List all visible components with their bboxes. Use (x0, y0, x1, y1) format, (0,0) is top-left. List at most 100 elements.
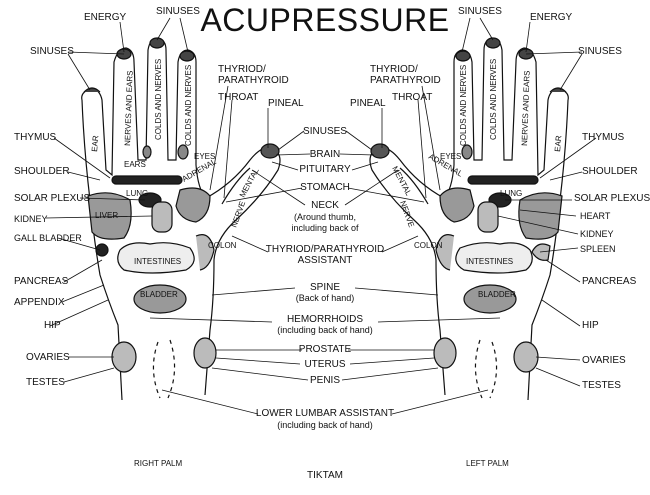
label-thyroid-left: THYRIOD/ PARATHYROID (370, 64, 441, 86)
right-label-colds-nerves-2: COLDS AND NERVES (184, 65, 193, 146)
caption-right-palm: RIGHT PALM (134, 459, 183, 468)
label-testes-right: TESTES (26, 377, 65, 388)
left-label-intestines: INTESTINES (466, 257, 513, 266)
right-fingertip-4 (179, 50, 195, 62)
right-label-ear: EAR (90, 135, 100, 152)
left-lumbar-dash-2 (474, 339, 483, 399)
right-gall-bladder-point (95, 243, 109, 257)
left-prostate-zone (433, 337, 457, 369)
label-sinuses-right: SINUSES (30, 46, 74, 57)
label-throat-left: THROAT (392, 92, 433, 103)
right-lumbar-dash-2 (167, 339, 176, 399)
label-sinuses-top-right: SINUSES (156, 6, 200, 17)
label-sinuses-top-left: SINUSES (458, 6, 502, 17)
label-hemorrhoids: HEMORRHOIDS (286, 314, 364, 325)
right-colon-zone (195, 234, 215, 271)
left-heart-zone (518, 192, 563, 240)
label-kidney-right: KIDNEY (14, 214, 48, 224)
label-shoulder-left: SHOULDER (582, 166, 638, 177)
label-pineal-right: PINEAL (268, 98, 304, 109)
left-label-colds-nerves-2: COLDS AND NERVES (459, 65, 468, 146)
right-label-nerves-ears: NERVES AND EARS (123, 70, 135, 146)
right-label-ears: EARS (124, 160, 146, 169)
footer-credit: TIKTAM (307, 470, 343, 481)
right-ears-point (142, 145, 152, 159)
right-label-nerve: NERVE (229, 200, 247, 229)
left-nerve-line (399, 167, 429, 205)
leader-lines (45, 17, 597, 415)
right-fingertip-3 (149, 37, 165, 49)
label-uterus: UTERUS (304, 359, 346, 370)
label-kidney-left: KIDNEY (580, 229, 614, 239)
label-pancreas-left: PANCREAS (582, 276, 637, 287)
label-testes-left: TESTES (582, 380, 621, 391)
label-thymus-left: THYMUS (582, 132, 625, 143)
right-label-bladder: BLADDER (140, 290, 178, 299)
right-lung-zone (111, 175, 183, 185)
right-prostate-zone (193, 337, 217, 369)
right-ovaries-zone (111, 341, 137, 373)
label-sinuses-center: SINUSES (303, 126, 347, 137)
label-pancreas-right: PANCREAS (14, 276, 69, 287)
right-label-eyes: EYES (194, 152, 215, 161)
label-penis: PENIS (309, 375, 340, 386)
right-label-liver: LIVER (95, 211, 118, 220)
left-label-nerves-ears: NERVES AND EARS (520, 70, 532, 146)
right-label-intestines: INTESTINES (134, 257, 181, 266)
label-shoulder-right: SHOULDER (14, 166, 70, 177)
right-label-colds-nerves-1: COLDS AND NERVES (154, 59, 163, 140)
left-adrenal-zone (439, 187, 475, 223)
left-thumb-tip (370, 143, 390, 159)
label-hip-left: HIP (582, 320, 599, 331)
label-ovaries-left: OVARIES (582, 355, 626, 366)
right-bladder-zone (133, 284, 187, 314)
left-palm-drawing (369, 37, 569, 401)
right-kidney-zone (151, 201, 173, 233)
left-label-colon: COLON (414, 241, 443, 250)
right-fingertip-ear (83, 87, 101, 93)
label-spine: SPINE (309, 282, 340, 293)
right-liver-zone (87, 192, 132, 240)
label-thyroid-right: THYRIOD/ PARATHYROID (218, 64, 289, 86)
caption-left-palm: LEFT PALM (466, 459, 509, 468)
label-brain: BRAIN (309, 149, 341, 160)
left-colon-zone (435, 234, 455, 271)
label-heart: HEART (580, 211, 611, 221)
label-throat-right: THROAT (218, 92, 259, 103)
right-lumbar-dash (152, 341, 161, 399)
left-lumbar-dash (489, 341, 498, 399)
label-sinuses-left: SINUSES (578, 46, 622, 57)
label-hip-right: HIP (44, 320, 61, 331)
label-lower-lumbar-note: (including back of hand) (277, 420, 373, 430)
label-thymus-right: THYMUS (14, 132, 57, 143)
label-solar-plexus-right: SOLAR PLEXUS (14, 193, 91, 204)
left-eyes-point (461, 144, 473, 160)
left-label-mental: MENTAL (390, 165, 413, 198)
left-bladder-zone (463, 284, 517, 314)
label-gall-bladder: GALL BLADDER (14, 233, 82, 243)
right-intestines-zone (117, 242, 195, 274)
right-nerve-line (221, 167, 251, 205)
right-palm-drawing (81, 37, 281, 401)
label-solar-plexus-left: SOLAR PLEXUS (574, 193, 650, 204)
right-label-lung: LUNG (126, 189, 148, 198)
left-fingertip-3 (485, 37, 501, 49)
label-stomach: STOMACH (300, 182, 350, 193)
label-neck-note: (Around thumb, including back of (291, 212, 359, 233)
left-label-lung: LUNG (500, 189, 522, 198)
label-spleen: SPLEEN (580, 244, 616, 254)
left-intestines-zone (455, 242, 533, 274)
diagram-title: ACUPRESSURE (200, 2, 450, 38)
label-energy-left: ENERGY (530, 12, 573, 23)
left-label-nerve: NERVE (398, 200, 416, 229)
right-label-colon: COLON (208, 241, 237, 250)
left-label-colds-nerves-1: COLDS AND NERVES (489, 59, 498, 140)
left-label-ear: EAR (553, 135, 563, 152)
right-thumb-tip (260, 143, 280, 159)
label-thyroid-assistant: THYRIOD/PARATHYROID ASSISTANT (265, 244, 385, 266)
label-neck: NECK (311, 200, 339, 211)
left-fingertip-4 (455, 50, 471, 62)
label-prostate: PROSTATE (298, 344, 352, 355)
